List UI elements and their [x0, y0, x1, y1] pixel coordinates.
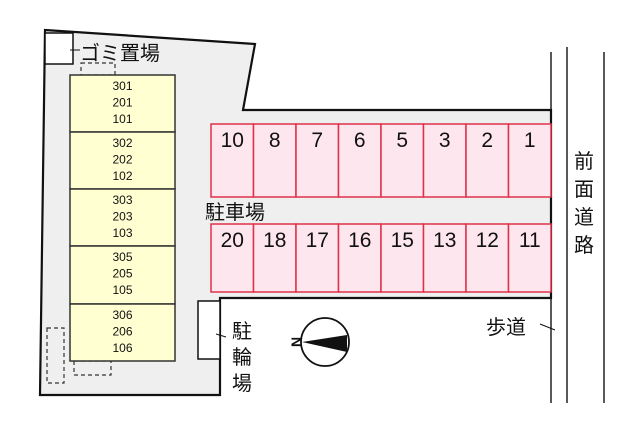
parking-space: [295, 223, 340, 293]
building-block: [69, 303, 176, 362]
parking-space-number: 20: [221, 229, 244, 252]
parking-space: [252, 123, 297, 198]
garbage-label: ゴミ置場: [80, 41, 160, 65]
parking-space-number: 17: [306, 229, 329, 252]
unit-number: 303: [112, 193, 132, 207]
parking-space-number: 3: [439, 129, 451, 152]
bicycle-label-3: 場: [232, 371, 252, 395]
bicycle-leader: [215, 333, 227, 338]
parking-space-number: 10: [221, 129, 244, 152]
front-road-label-2: 面: [574, 177, 594, 201]
dashed-area: [73, 360, 112, 376]
unit-number: 202: [112, 153, 132, 167]
front-road-label-4: 路: [574, 233, 594, 257]
parking-space: [252, 223, 297, 293]
bicycle-label-2: 輪: [232, 345, 252, 369]
parking-space: [337, 223, 382, 293]
parking-space-number: 15: [391, 229, 414, 252]
parking-space-number: 12: [476, 229, 499, 252]
parking-space-number: 13: [433, 229, 456, 252]
parking-space-number: 11: [519, 229, 541, 252]
unit-number: 201: [112, 96, 132, 110]
unit-number: 105: [112, 283, 132, 297]
unit-number: 101: [112, 112, 132, 126]
unit-number: 302: [112, 136, 132, 150]
unit-number: 102: [112, 169, 132, 183]
bicycle-label-1: 駐: [232, 319, 252, 343]
front-road-label-3: 道: [574, 205, 594, 229]
building-block: [69, 74, 176, 133]
unit-number: 203: [112, 210, 132, 224]
sidewalk-leader: [539, 323, 556, 331]
front-road-label-1: 前: [574, 149, 594, 173]
parking-label: 駐車場: [205, 200, 265, 224]
parking-space: [422, 123, 467, 198]
parking-space-number: 8: [269, 129, 281, 152]
unit-number: 306: [112, 308, 132, 322]
parking-space-number: 18: [263, 229, 286, 252]
garbage-area: [44, 32, 74, 65]
parking-space-number: 5: [396, 129, 408, 152]
bicycle-parking: [197, 300, 221, 360]
unit-number: 106: [112, 341, 132, 355]
parking-space: [337, 123, 382, 198]
unit-number: 206: [112, 325, 132, 339]
parking-space-number: 1: [524, 129, 536, 152]
parking-space-number: 16: [348, 229, 371, 252]
north-label: N: [288, 337, 304, 347]
parking-space: [507, 123, 552, 198]
parking-space: [380, 123, 425, 198]
parking-space: [380, 223, 425, 293]
parking-space-number: 2: [481, 129, 493, 152]
parking-space: [210, 123, 255, 198]
unit-number: 205: [112, 267, 132, 281]
unit-number: 301: [112, 79, 132, 93]
parking-space-number: 7: [311, 129, 323, 152]
compass-icon: N: [288, 317, 350, 367]
sidewalk-label: 歩道: [486, 315, 526, 339]
unit-number: 103: [112, 226, 132, 240]
unit-number: 305: [112, 250, 132, 264]
dashed-area: [46, 327, 65, 384]
parking-space-number: 6: [354, 129, 366, 152]
parking-space: [507, 223, 552, 293]
